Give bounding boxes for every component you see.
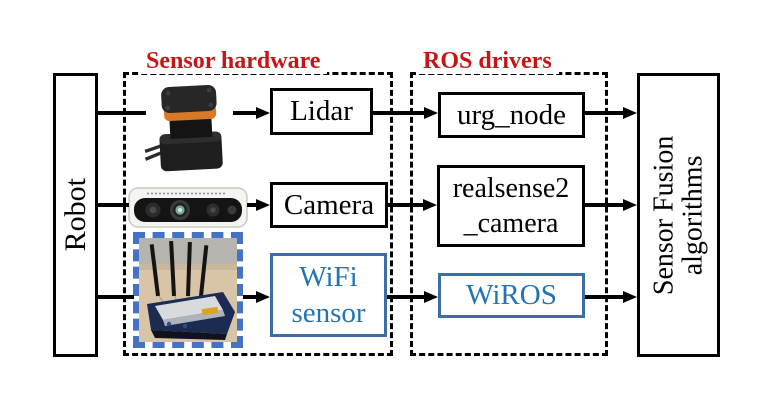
sensor-fusion-label: Sensor Fusion algorithms [648, 135, 709, 295]
wifi-router-photo-icon [139, 238, 237, 342]
realsense2-camera-label: realsense2 _camera [453, 171, 570, 241]
urg-node-label: urg_node [456, 98, 566, 131]
arrowhead-into-camera-box [256, 199, 270, 211]
camera-label: Camera [283, 188, 375, 221]
wifi-sensor-label-line1: WiFi [299, 260, 358, 293]
urg-node-box: urg_node [438, 92, 585, 138]
arrowhead-into-lidar-box [256, 107, 270, 119]
connector-wifi-box-to-wiros [387, 295, 425, 299]
lidar-scanner-photo-icon [144, 85, 223, 172]
depth-camera-photo-icon [128, 187, 248, 228]
wifi-router-photo-frame [133, 232, 243, 348]
camera-box: Camera [270, 182, 388, 228]
connector-camera-photo-to-camera-box [247, 203, 259, 207]
arrowhead-row2-into-fusion-box [623, 199, 637, 211]
sensor-fusion-label-line1: Sensor Fusion [648, 135, 680, 295]
connector-wiros-to-fusion [585, 295, 625, 299]
wifi-sensor-label: WiFi sensor [291, 259, 365, 332]
wiros-box: WiROS [438, 273, 585, 318]
arrowhead-into-urg-node-box [424, 107, 438, 119]
sensor-fusion-box: Sensor Fusion algorithms [637, 73, 720, 357]
connector-robot-to-camera-photo [98, 203, 129, 207]
lidar-box: Lidar [270, 88, 373, 135]
connector-robot-to-wifi-photo [98, 295, 134, 299]
connector-robot-to-lidar-photo [98, 111, 146, 115]
connector-camera-box-to-realsense [388, 203, 425, 207]
robot-label: Robot [58, 178, 92, 252]
connector-realsense-to-fusion [585, 203, 625, 207]
connector-lidar-box-to-urg-node [373, 111, 426, 115]
realsense2-camera-label-line1: realsense2 [452, 173, 570, 204]
realsense2-camera-label-line2: _camera [463, 208, 559, 239]
connector-urg-node-to-fusion [585, 111, 625, 115]
arrowhead-into-realsense-box [423, 199, 437, 211]
realsense2-camera-box: realsense2 _camera [437, 165, 585, 247]
wifi-sensor-label-line2: sensor [291, 297, 366, 329]
arrowhead-into-wifi-sensor-box [256, 291, 270, 303]
wiros-label: WiROS [466, 279, 557, 311]
wifi-sensor-box: WiFi sensor [270, 253, 387, 337]
arrowhead-into-wiros-box [424, 291, 438, 303]
sensor-fusion-label-line2: algorithms [677, 155, 709, 275]
lidar-label: Lidar [290, 95, 353, 127]
connector-lidar-photo-to-lidar-box [233, 111, 259, 115]
robot-box: Robot [53, 73, 98, 357]
sensor-hardware-title: Sensor hardware [139, 48, 328, 74]
arrowhead-row3-into-fusion-box [623, 291, 637, 303]
connector-wifi-photo-to-wifi-box [243, 295, 259, 299]
ros-drivers-title: ROS drivers [416, 48, 559, 74]
arrowhead-row1-into-fusion-box [623, 107, 637, 119]
